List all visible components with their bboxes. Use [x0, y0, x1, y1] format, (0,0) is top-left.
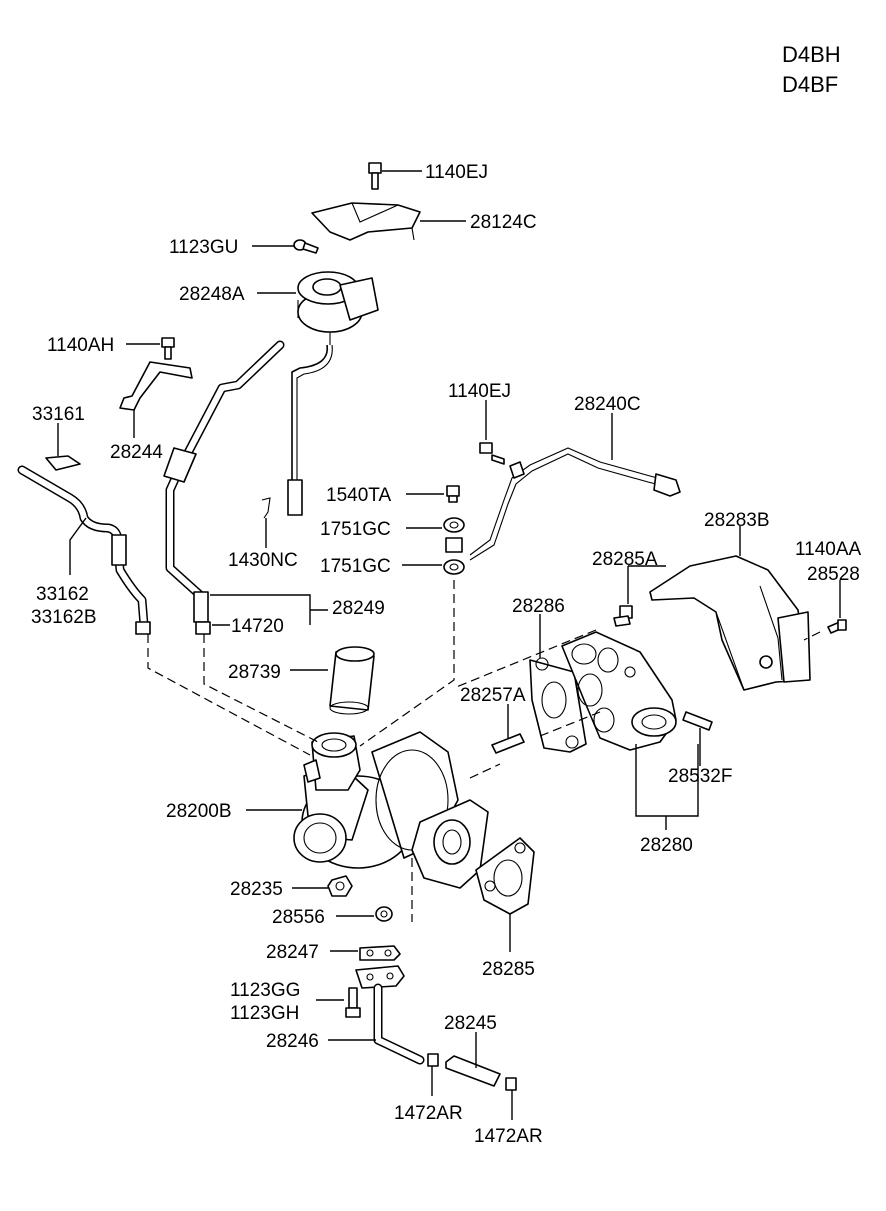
- label-1123gh: 1123GH: [230, 1003, 299, 1024]
- stud-28257a-part[interactable]: [491, 733, 525, 754]
- clamp-1472ar-b-part[interactable]: [505, 1077, 517, 1091]
- washer-1751gc-upper-part[interactable]: [443, 517, 465, 533]
- label-33162: 33162: [36, 584, 89, 605]
- pipe-28249-part[interactable]: [163, 340, 285, 635]
- label-28246: 28246: [266, 1031, 319, 1052]
- label-1472ar-b: 1472AR: [474, 1126, 543, 1147]
- hose-28245-part[interactable]: [445, 1055, 501, 1087]
- label-28280: 28280: [640, 835, 693, 856]
- clamp-1472ar-a-part[interactable]: [427, 1053, 439, 1067]
- label-1123gg: 1123GG: [230, 980, 300, 1001]
- bracket-28244-part[interactable]: [119, 361, 193, 411]
- banjo-fitting-part[interactable]: [445, 537, 463, 553]
- bolt-1140ej-mid-part[interactable]: [479, 442, 505, 465]
- wastegate-actuator-28248a-part[interactable]: [297, 271, 379, 345]
- oil-return-pipe-28246-part[interactable]: [355, 965, 425, 1065]
- label-28556: 28556: [272, 907, 325, 928]
- label-28528: 28528: [807, 564, 860, 585]
- label-28200b: 28200B: [166, 801, 232, 822]
- bolt-1140aa-part[interactable]: [827, 619, 847, 634]
- label-1140aa: 1140AA: [795, 539, 862, 560]
- label-1140ej-top: 1140EJ: [425, 162, 488, 183]
- label-28248a: 28248A: [179, 284, 245, 305]
- heat-shield-28124c-part[interactable]: [311, 202, 421, 241]
- label-28283b: 28283B: [704, 510, 770, 531]
- label-28257a: 28257A: [460, 685, 526, 706]
- bracket-33161-part[interactable]: [45, 455, 81, 471]
- actuator-rod-end-part[interactable]: [287, 479, 303, 516]
- hose-28739-part[interactable]: [329, 646, 375, 715]
- bolt-1123gg-part[interactable]: [345, 987, 361, 1018]
- engine-code-d4bh: D4BH: [782, 42, 841, 67]
- label-28245: 28245: [444, 1013, 497, 1034]
- label-28285: 28285: [482, 959, 535, 980]
- label-28285a: 28285A: [592, 549, 658, 570]
- label-1751gc-b: 1751GC: [320, 556, 391, 577]
- oil-pipe-33162-part[interactable]: [17, 465, 151, 635]
- label-1123gu: 1123GU: [169, 237, 238, 258]
- oil-return-pipe-28240c-part[interactable]: [469, 447, 681, 561]
- bolt-28285a-part[interactable]: [613, 605, 633, 627]
- label-1140ej-mid: 1140EJ: [448, 381, 511, 402]
- label-1751gc-a: 1751GC: [320, 519, 391, 540]
- label-28247: 28247: [266, 942, 319, 963]
- label-1540ta: 1540TA: [326, 485, 391, 506]
- washer-28556-part[interactable]: [375, 906, 393, 922]
- label-33161: 33161: [32, 404, 85, 425]
- gasket-28285-part[interactable]: [475, 837, 535, 915]
- label-1140ah: 1140AH: [47, 335, 114, 356]
- exhaust-elbow-28280-part[interactable]: [561, 631, 677, 751]
- label-28532f: 28532F: [668, 766, 732, 787]
- stud-28532f-part[interactable]: [682, 711, 713, 731]
- label-28124c: 28124C: [470, 212, 537, 233]
- label-28739: 28739: [228, 662, 281, 683]
- label-1430nc: 1430NC: [228, 550, 298, 571]
- nut-28235-part[interactable]: [327, 875, 353, 897]
- label-28249: 28249: [332, 598, 385, 619]
- bolt-1140ah-part[interactable]: [161, 337, 175, 360]
- clip-1430nc-part[interactable]: [261, 497, 271, 519]
- bolt-1140ej-top-part[interactable]: [368, 162, 382, 190]
- label-28240c: 28240C: [574, 394, 641, 415]
- label-14720: 14720: [231, 616, 284, 637]
- label-1472ar-a: 1472AR: [394, 1103, 463, 1124]
- turbocharger-28200b-part[interactable]: [293, 731, 489, 889]
- label-33162b: 33162B: [31, 607, 97, 628]
- bolt-1540ta-part[interactable]: [446, 485, 460, 503]
- engine-code-d4bf: D4BF: [782, 72, 838, 97]
- label-28286: 28286: [512, 596, 565, 617]
- heat-protector-28283b-part[interactable]: [649, 555, 811, 691]
- label-28244: 28244: [110, 442, 163, 463]
- gasket-28286-part[interactable]: [529, 657, 587, 753]
- label-28235: 28235: [230, 879, 283, 900]
- gasket-28247-part[interactable]: [359, 945, 401, 961]
- bolt-1123gu-part[interactable]: [293, 239, 319, 254]
- washer-1751gc-lower-part[interactable]: [443, 559, 465, 575]
